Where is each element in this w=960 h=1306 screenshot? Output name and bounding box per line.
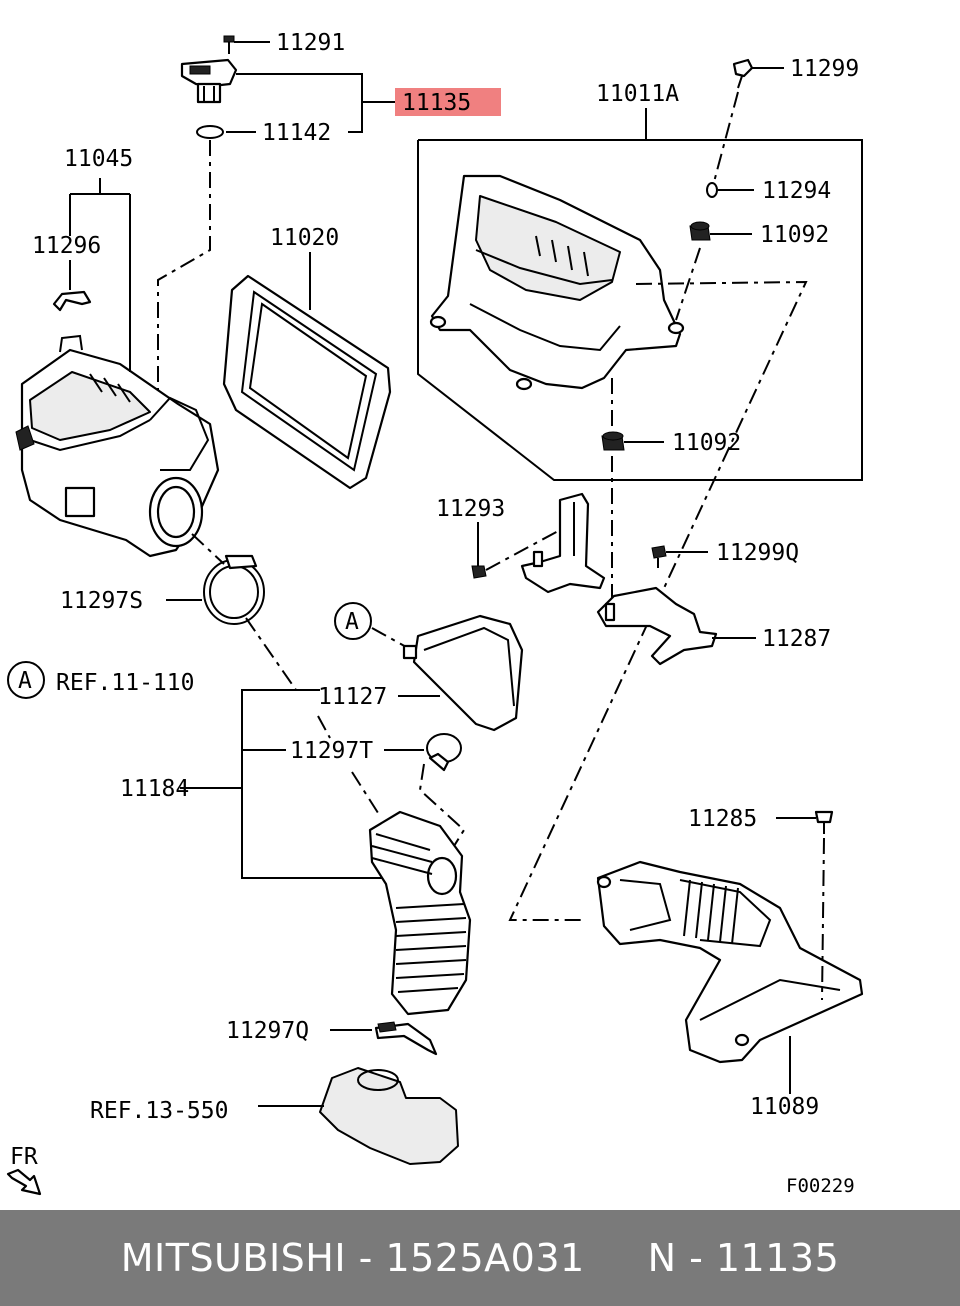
label-11285: 11285 [688, 806, 757, 832]
label-11142: 11142 [262, 120, 331, 146]
footer-brand: MITSUBISHI [120, 1236, 347, 1280]
clamp-11297s [203, 554, 265, 625]
label-fr: FR [10, 1144, 38, 1170]
label-ref-13-550[interactable]: REF.13-550 [90, 1098, 228, 1124]
ref-a-letter: A [18, 668, 32, 694]
label-11297t: 11297T [290, 738, 373, 764]
bolt-11299q [651, 545, 667, 568]
air-intake-duct-11089 [596, 860, 864, 1064]
fr-arrow-icon [6, 1168, 42, 1196]
label-11294: 11294 [762, 178, 831, 204]
screw-11285 [814, 810, 834, 834]
label-11092-upper: 11092 [760, 222, 829, 248]
label-11045: 11045 [64, 146, 133, 172]
air-intake-hose [368, 810, 472, 1016]
label-11287: 11287 [762, 626, 831, 652]
air-cleaner-lower-case [15, 334, 220, 558]
grommet-11092-lower [601, 431, 625, 451]
footer-bar: MITSUBISHI - 1525A031 N - 11135 [0, 1210, 960, 1306]
label-11299q: 11299Q [716, 540, 799, 566]
a-marker-circle [334, 602, 372, 640]
label-11184: 11184 [120, 776, 189, 802]
highlight-box [395, 88, 501, 116]
footer-part-number: 1525A031 [385, 1236, 585, 1280]
a-marker-letter: A [345, 609, 359, 635]
air-cleaner-upper-cover [429, 174, 685, 391]
footer-caption: MITSUBISHI - 1525A031 N - 11135 [121, 1236, 840, 1280]
label-11296: 11296 [32, 233, 101, 259]
parts-diagram: 11291 11135 11142 11045 11296 11020 1101… [6, 30, 864, 1197]
label-11127: 11127 [318, 684, 387, 710]
bracket-11287-part [596, 586, 718, 666]
label-11297s: 11297S [60, 588, 143, 614]
o-ring-11142 [196, 125, 224, 139]
resonator-11127 [402, 614, 524, 732]
screw-11291 [223, 35, 235, 54]
label-11293: 11293 [436, 496, 505, 522]
label-11291: 11291 [276, 30, 345, 56]
label-11092-lower: 11092 [672, 430, 741, 456]
washer-11294 [706, 182, 718, 198]
footer-ref: N - 11135 [647, 1236, 840, 1280]
grommet-11092-upper [689, 221, 711, 241]
label-11299: 11299 [790, 56, 859, 82]
figure-code: F00229 [786, 1175, 855, 1197]
throttle-body-ref [319, 1067, 459, 1165]
nut-11293 [471, 565, 487, 579]
footer-gap [585, 1236, 648, 1280]
label-11089: 11089 [750, 1094, 819, 1120]
label-11135[interactable]: 11135 [402, 90, 471, 116]
bracket-11293-part [520, 492, 606, 594]
label-11011a: 11011A [596, 81, 679, 107]
clamp-11297q [374, 1021, 438, 1056]
label-11297q: 11297Q [226, 1018, 309, 1044]
label-11020: 11020 [270, 225, 339, 251]
ref-a-circle [7, 661, 45, 699]
label-ref-11-110[interactable]: REF.11-110 [56, 670, 194, 696]
clamp-11297t [426, 733, 462, 772]
footer-sep: - [346, 1236, 386, 1280]
clip-11296 [52, 290, 92, 312]
air-filter-element [222, 274, 392, 490]
airflow-sensor-part [180, 58, 238, 104]
bolt-11299 [732, 58, 754, 89]
